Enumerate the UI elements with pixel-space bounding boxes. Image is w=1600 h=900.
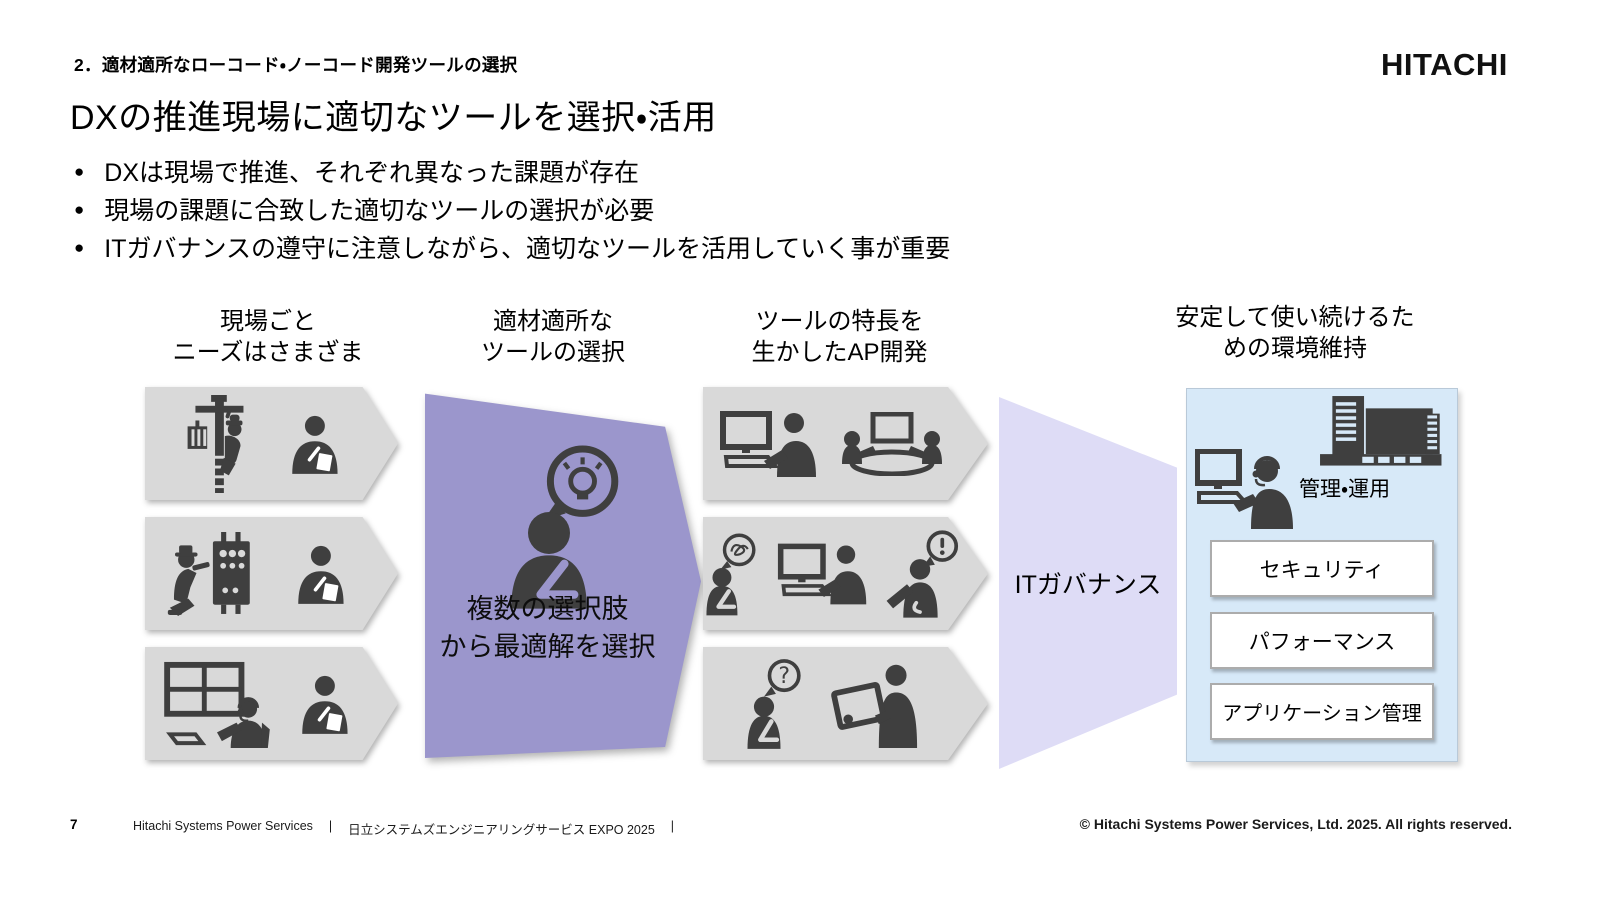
- bullet-text: 現場の課題に合致した適切なツールの選択が必要: [104, 197, 655, 225]
- question-person-icon: ?: [742, 658, 808, 749]
- bullet-icon: ●: [74, 237, 85, 257]
- dev-arrow-build: [703, 387, 988, 500]
- selection-note: 複数の選択肢 から最適解を選択: [439, 594, 656, 662]
- bullet-item: ● ITガバナンスの遵守に注意しながら、適切なツールを活用していく事が重要: [74, 228, 950, 266]
- it-governance-label: ITガバナンス: [1014, 571, 1162, 599]
- copyright-text: © Hitachi Systems Power Services, Ltd. 2…: [1079, 816, 1512, 832]
- needs-arrow-field: [145, 387, 398, 500]
- writing-person-icon: [291, 543, 349, 605]
- idea-person-icon: [493, 442, 633, 610]
- control-room-operator-icon: [161, 660, 273, 748]
- writing-person-icon: [285, 413, 343, 475]
- page-title: DXの推進現場に適切なツールを選択・活用: [70, 99, 717, 137]
- selection-shape: 複数の選択肢 から最適解を選択: [425, 390, 701, 758]
- utility-pole-worker-icon: [171, 394, 263, 493]
- performance-box: パフォーマンス: [1210, 612, 1434, 669]
- bullet-icon: ●: [74, 161, 85, 181]
- tablet-person-icon: [830, 660, 920, 748]
- bullet-icon: ●: [74, 199, 85, 219]
- footer-divider: |: [670, 819, 675, 833]
- step-header-maintenance: 安定して使い続けるた めの環境維持: [1175, 304, 1415, 362]
- pc-user-icon: [777, 543, 869, 605]
- page-number: 7: [70, 817, 78, 832]
- svg-text:?: ?: [778, 663, 790, 688]
- bullet-text: ITガバナンスの遵守に注意しながら、適切なツールを活用していく事が重要: [104, 235, 951, 263]
- it-governance-funnel: ITガバナンス: [999, 397, 1177, 769]
- dev-arrow-verify: ?: [703, 647, 988, 760]
- step-header-needs: 現場ごと ニーズはさまざま: [172, 308, 364, 366]
- hitachi-logo: HITACHI: [1381, 47, 1508, 82]
- building-icon: [1313, 395, 1445, 471]
- bullet-item: ● 現場の課題に合致した適切なツールの選択が必要: [74, 190, 950, 228]
- footer-left: Hitachi Systems Power Services | 日立システムズ…: [133, 819, 674, 838]
- step-header-development: ツールの特長を 生かしたAP開発: [751, 308, 928, 366]
- security-box: セキュリティ: [1210, 540, 1434, 597]
- support-operator-icon: [1195, 449, 1299, 529]
- bullet-list: ● DXは現場で推進、それぞれ異なった課題が存在 ● 現場の課題に合致した適切な…: [74, 152, 950, 266]
- panel-technician-icon: [165, 531, 269, 616]
- footer-company: Hitachi Systems Power Services: [133, 819, 313, 833]
- dev-arrow-review: [703, 517, 988, 630]
- step-header-selection: 適材適所な ツールの選択: [481, 308, 625, 366]
- bullet-item: ● DXは現場で推進、それぞれ異なった課題が存在: [74, 152, 950, 190]
- management-operation-label: 管理・運用: [1299, 478, 1391, 501]
- pc-user-icon: [719, 410, 819, 477]
- footer-divider: |: [328, 819, 333, 833]
- needs-arrow-monitoring: [145, 647, 398, 760]
- confused-person-icon: [703, 530, 765, 618]
- needs-arrow-facility: [145, 517, 398, 630]
- bullet-text: DXは現場で推進、それぞれ異なった課題が存在: [104, 159, 640, 187]
- section-header: 2．適材適所なローコード・ノーコード開発ツールの選択: [74, 55, 518, 75]
- writing-person-icon: [295, 673, 353, 735]
- application-management-box: アプリケーション管理: [1210, 683, 1434, 740]
- alert-person-icon: [881, 529, 959, 618]
- maintenance-panel: 管理・運用 セキュリティ パフォーマンス アプリケーション管理: [1186, 388, 1458, 762]
- footer-event: 日立システムズエンジニアリングサービス EXPO 2025: [348, 823, 655, 837]
- meeting-icon: [841, 411, 943, 476]
